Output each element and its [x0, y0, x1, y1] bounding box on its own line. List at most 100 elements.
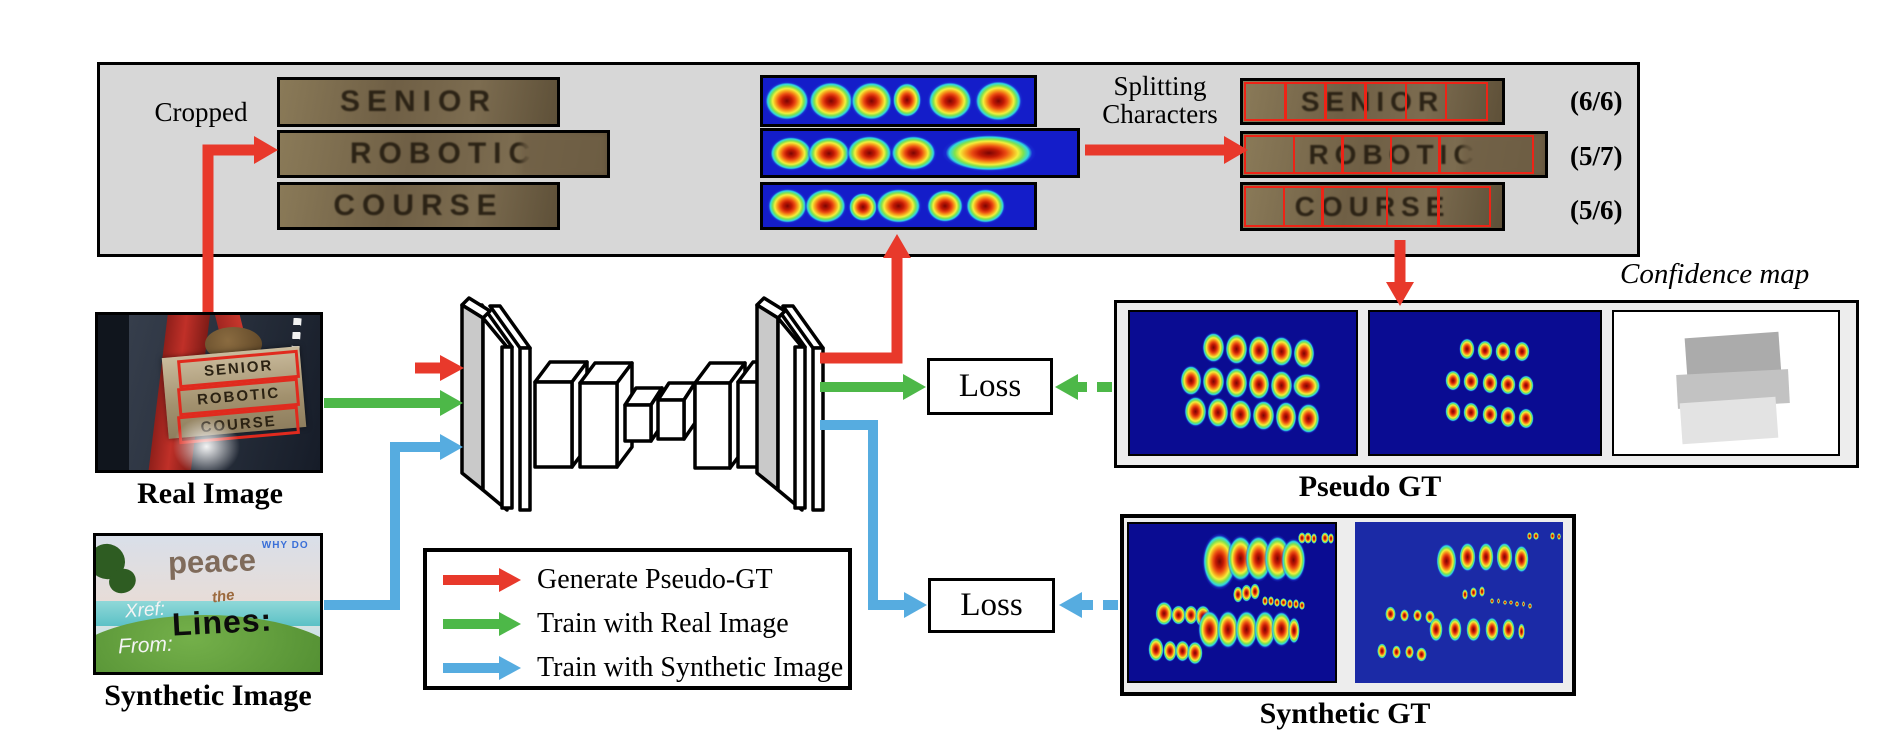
heat-blob: [1320, 531, 1329, 545]
pseudo-gt-caption: Pseudo GT: [1298, 470, 1442, 503]
heat-blob: [1229, 398, 1253, 430]
heat-blob: [803, 187, 847, 225]
character-box: [1284, 82, 1327, 121]
pseudo-gt-region-map: [1128, 310, 1358, 456]
heat-blob: [1147, 637, 1164, 663]
character-box: [1282, 186, 1324, 227]
confidence-map-image: [1612, 310, 1840, 456]
heat-blob: [846, 134, 894, 172]
unet-network: [460, 296, 825, 512]
heat-blob: [1183, 604, 1198, 626]
heat-blob: [1274, 401, 1298, 433]
heat-blob: [1476, 339, 1494, 361]
heat-blob: [1518, 407, 1535, 430]
sign-text-senior: SENIOR: [203, 357, 274, 381]
legend-row-red: Generate Pseudo-GT: [443, 560, 773, 600]
character-box: [1244, 135, 1295, 174]
synth-text-peace: peace: [167, 542, 257, 581]
heat-blob: [1175, 640, 1190, 663]
split-word-robotic: ROBOTIC: [1240, 131, 1548, 178]
heat-blob: [1384, 605, 1397, 622]
real-image-dark-edge: [98, 315, 130, 470]
legend-label-green: Train with Real Image: [537, 608, 789, 639]
heat-blob: [1274, 597, 1281, 608]
confidence-map-label: Confidence map: [1620, 258, 1810, 290]
character-box: [1341, 135, 1392, 174]
heat-blob: [1429, 617, 1444, 643]
heat-blob: [1202, 331, 1225, 364]
heat-blob: [1249, 582, 1260, 601]
legend-label-blue: Train with Synthetic Image: [537, 652, 844, 683]
heat-blob: [1463, 402, 1480, 424]
heat-blob: [1224, 367, 1248, 399]
heat-blob: [1247, 368, 1271, 401]
heat-blob: [1478, 585, 1486, 597]
splitting-characters-label: Splitting Characters: [1078, 72, 1242, 129]
loss-box-real: Loss: [927, 358, 1053, 415]
split-word-course-text: COURSE: [1294, 190, 1451, 222]
blur-region: [1463, 134, 1545, 175]
region-heatmap-senior: [760, 75, 1037, 127]
heat-blob: [1496, 542, 1514, 573]
blue-arrow-icon: [443, 656, 521, 680]
real-image-caption: Real Image: [137, 477, 283, 510]
character-box: [1404, 82, 1448, 121]
heat-blob: [1502, 618, 1516, 642]
heat-blob: [1550, 532, 1556, 541]
heat-blob: [1311, 532, 1318, 544]
pseudo-gt-affinity-map: [1368, 310, 1602, 456]
heat-blob: [1400, 608, 1410, 622]
heat-blob: [1252, 400, 1275, 432]
heat-blob: [1527, 602, 1532, 609]
character-boxes-robotic: [1244, 135, 1544, 174]
heat-blob: [1268, 596, 1275, 606]
heat-blob: [1292, 337, 1316, 369]
count-robotic: (5/7): [1570, 141, 1623, 171]
legend-row-blue: Train with Synthetic Image: [443, 648, 843, 688]
heat-blob: [1496, 597, 1501, 604]
split-word-senior-text: SENIOR: [1300, 85, 1445, 117]
heat-blob: [1509, 599, 1513, 606]
heat-blob: [764, 80, 811, 122]
heat-blob: [767, 188, 808, 224]
heat-blob: [1392, 645, 1402, 660]
heat-blob: [964, 188, 1006, 224]
character-box: [1244, 186, 1286, 227]
confidence-quad-light: [1679, 396, 1779, 445]
loss-label-real: Loss: [958, 368, 1022, 404]
heat-blob: [806, 136, 851, 172]
cropped-word-course-text: COURSE: [333, 189, 504, 222]
character-box: [1437, 186, 1491, 227]
blur-region: [521, 133, 607, 175]
heat-blob: [1444, 400, 1461, 423]
synthetic-image: WHY DO peace the Xref: Lines: From:: [93, 533, 323, 675]
heat-blob: [1202, 365, 1225, 398]
count-course: (5/6): [1570, 195, 1623, 225]
character-box: [1438, 135, 1534, 174]
heat-blob: [1184, 395, 1207, 427]
heat-blob: [1241, 584, 1252, 602]
heat-blob: [1162, 640, 1178, 663]
heat-blob: [890, 134, 938, 172]
heat-blob: [1458, 338, 1475, 360]
heat-blob: [1466, 617, 1481, 643]
heat-blob: [1297, 531, 1307, 545]
heat-blob: [1470, 587, 1477, 599]
character-box: [1444, 82, 1489, 121]
heat-blob: [1261, 596, 1269, 606]
loss-label-synthetic: Loss: [960, 587, 1023, 623]
heat-blob: [1412, 608, 1422, 622]
red-arrow-icon: [443, 568, 521, 592]
heat-blob: [1404, 645, 1414, 660]
sign-text-robotic: ROBOTIC: [196, 384, 281, 410]
synthetic-gt-affinity-map: [1355, 522, 1563, 683]
cropped-word-senior-text: SENIOR: [339, 85, 498, 118]
character-box: [1389, 135, 1441, 174]
character-box: [1244, 82, 1287, 121]
splitting-line2: Characters: [1102, 99, 1218, 130]
heat-blob: [1171, 604, 1186, 626]
character-box: [1292, 135, 1344, 174]
character-boxes-course: [1244, 186, 1501, 227]
heat-blob: [1435, 542, 1458, 579]
